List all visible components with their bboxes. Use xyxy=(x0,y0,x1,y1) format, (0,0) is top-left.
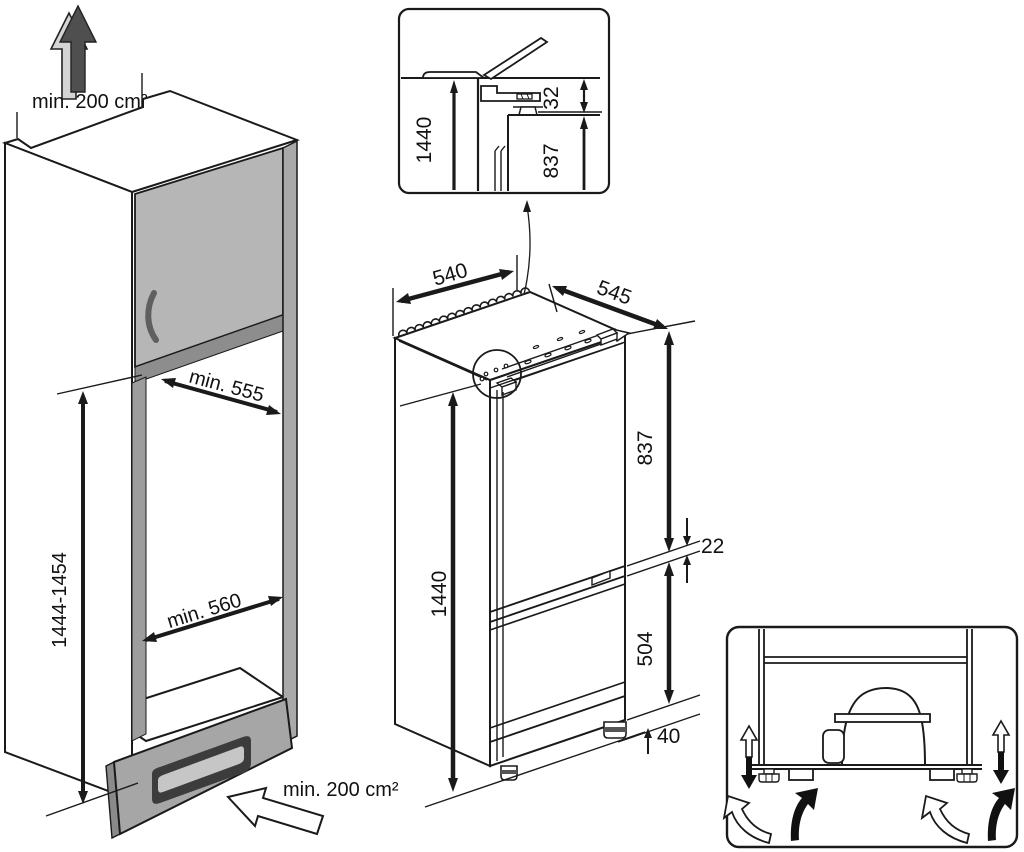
base-height-dim: 40 xyxy=(617,694,701,754)
niche-depth-dim: min. 555 xyxy=(161,366,281,415)
appliance-drawing xyxy=(392,287,631,781)
rotate-cw-solid-arrow-right xyxy=(987,788,1015,841)
base-line xyxy=(489,695,626,743)
housing-inner-left-frame xyxy=(131,376,147,742)
hinge-detail-inset: 1440 32 837 xyxy=(397,7,611,195)
top-clearance-label: min. 200 cm² xyxy=(32,91,148,113)
wall-stud-lines xyxy=(16,73,143,138)
upper-door-height-label: 837 xyxy=(634,430,657,465)
corner-screws xyxy=(479,363,509,382)
up-arrow-front-face xyxy=(58,4,98,93)
housing-top-face xyxy=(1,89,301,194)
vent-flap-closed xyxy=(422,71,487,79)
housing-cabinet: min. 200 cm² min. 555 xyxy=(1,4,399,840)
rear-panel-lines xyxy=(758,629,973,766)
rear-spacer-left xyxy=(788,768,814,781)
inset-top-gap-label: 32 xyxy=(540,86,563,109)
inset-total-height-dim: 1440 xyxy=(413,80,458,190)
upper-door-height-dim: 837 xyxy=(634,331,674,552)
housing-left-panel xyxy=(4,141,133,802)
housing-right-frame xyxy=(282,139,298,745)
niche-height-dim: 1444-1454 xyxy=(45,374,143,817)
appliance-height-label: 1440 xyxy=(428,571,451,618)
starter-relay xyxy=(822,729,845,764)
rear-spacer-right xyxy=(929,768,955,781)
appliance-top-face xyxy=(392,290,628,382)
rotate-cw-solid-arrow-left xyxy=(790,788,818,841)
adjustable-foot-left xyxy=(758,768,780,783)
lower-solid-arrow-right xyxy=(993,752,1009,784)
rail-screw-holes xyxy=(524,329,592,365)
lower-door-height-label: 504 xyxy=(634,631,657,666)
bottom-clearance-label: min. 200 cm² xyxy=(283,779,399,801)
appliance-width-dim: 540 xyxy=(392,255,518,336)
adjustable-foot-right xyxy=(956,768,978,783)
inset-door-height-dim: 837 xyxy=(540,116,588,190)
appliance-height-dim: 1440 xyxy=(399,383,646,808)
door-profile-lines xyxy=(494,145,506,191)
bottom-clearance-arrow xyxy=(226,786,325,836)
base-height-label: 40 xyxy=(657,725,680,748)
niche-depth-label: min. 555 xyxy=(187,366,267,407)
lower-door-height-dim: 504 xyxy=(634,562,674,704)
freezer-door-lines xyxy=(489,583,626,729)
appliance-side-face xyxy=(394,336,491,768)
door-gap-label: 22 xyxy=(701,535,724,558)
door-handle xyxy=(145,290,159,343)
appliance-feet xyxy=(500,721,627,781)
niche-width-dim: min. 560 xyxy=(142,590,283,642)
inset-total-height-label: 1440 xyxy=(413,117,436,164)
rotate-ccw-outline-arrow-left xyxy=(722,794,773,845)
door-latch xyxy=(591,569,611,587)
door-gap-dim: 22 xyxy=(626,518,724,583)
lower-solid-arrow-left xyxy=(741,757,757,789)
vent-flap-open xyxy=(482,36,549,81)
appliance-front-face xyxy=(489,332,626,768)
compressor-bar xyxy=(834,713,931,723)
plinth-vent-slot-inner xyxy=(158,746,244,793)
inset-door-height-label: 837 xyxy=(540,143,563,178)
levelling-feet-inset xyxy=(722,625,1019,849)
inset-top-gap-dim: 32 xyxy=(538,79,602,113)
niche-height-label: 1444-1454 xyxy=(49,552,71,648)
rotate-ccw-outline-arrow-right xyxy=(920,794,971,845)
front-top-edge-line xyxy=(489,341,626,389)
niche-width-label: min. 560 xyxy=(164,590,244,633)
door-side-edge-lines xyxy=(496,390,504,761)
airflow-up-arrow-3d xyxy=(49,4,98,100)
hinge-screw xyxy=(516,93,533,100)
